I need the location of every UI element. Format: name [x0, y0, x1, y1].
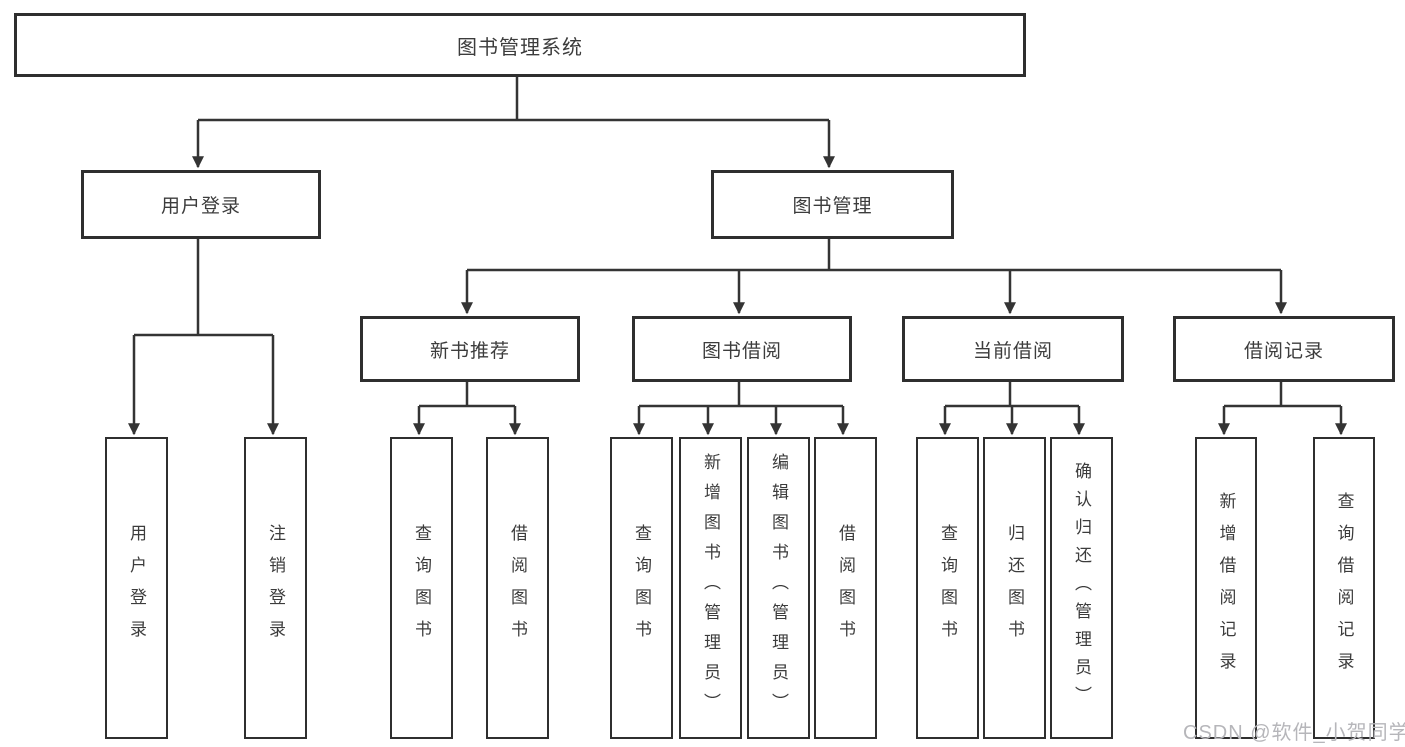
leaf-query-books-current: 查询图书 — [916, 437, 979, 739]
leaf-label: 借阅图书 — [836, 524, 855, 652]
leaf-label: 查询图书 — [412, 524, 431, 652]
leaf-label: 注销登录 — [266, 524, 285, 652]
node-label: 图书借阅 — [701, 340, 782, 362]
leaf-add-books-admin: 新增图书（管理员） — [679, 437, 742, 739]
bus-lines — [134, 71, 1341, 408]
leaf-logout: 注销登录 — [244, 437, 307, 739]
leaf-label: 新增借阅记录 — [1216, 492, 1236, 684]
leaf-return-books: 归还图书 — [983, 437, 1046, 739]
leaf-label: 归还图书 — [1005, 524, 1024, 652]
leaf-label: 借阅图书 — [508, 524, 527, 652]
csdn-watermark: CSDN @软件_小贺同学 — [1183, 722, 1405, 744]
leaf-edit-books-admin: 编辑图书（管理员） — [747, 437, 810, 739]
node-book-management: 图书管理 — [711, 170, 954, 239]
node-label: 借阅记录 — [1243, 340, 1324, 362]
node-label: 新书推荐 — [429, 340, 510, 362]
node-label: 图书管理 — [792, 196, 873, 217]
node-user-login: 用户登录 — [81, 170, 321, 239]
node-borrow-record: 借阅记录 — [1173, 316, 1395, 382]
leaf-confirm-return-admin: 确认归还（管理员） — [1050, 437, 1113, 739]
leaf-label: 新增图书（管理员） — [701, 453, 720, 723]
leaf-query-books-recommend: 查询图书 — [390, 437, 453, 739]
leaf-borrow-books: 借阅图书 — [814, 437, 877, 739]
leaf-label: 查询图书 — [632, 524, 651, 652]
node-label: 用户登录 — [160, 196, 241, 217]
leaf-label: 用户登录 — [127, 524, 146, 652]
leaf-query-borrow-record: 查询借阅记录 — [1313, 437, 1375, 739]
leaf-user-login: 用户登录 — [105, 437, 168, 739]
node-book-borrow: 图书借阅 — [632, 316, 852, 382]
node-label: 当前借阅 — [972, 340, 1053, 362]
leaf-borrow-books-recommend: 借阅图书 — [486, 437, 549, 739]
node-new-book-recommend: 新书推荐 — [360, 316, 580, 382]
leaf-label: 查询图书 — [938, 524, 957, 652]
leaf-add-borrow-record: 新增借阅记录 — [1195, 437, 1257, 739]
leaf-label: 编辑图书（管理员） — [769, 453, 788, 723]
leaf-label: 查询借阅记录 — [1334, 492, 1354, 684]
node-label: 图书管理系统 — [457, 36, 583, 59]
node-library-management-system: 图书管理系统 — [14, 13, 1026, 77]
leaf-label: 确认归还（管理员） — [1072, 462, 1091, 714]
leaf-query-books-borrow: 查询图书 — [610, 437, 673, 739]
node-current-borrow: 当前借阅 — [902, 316, 1124, 382]
